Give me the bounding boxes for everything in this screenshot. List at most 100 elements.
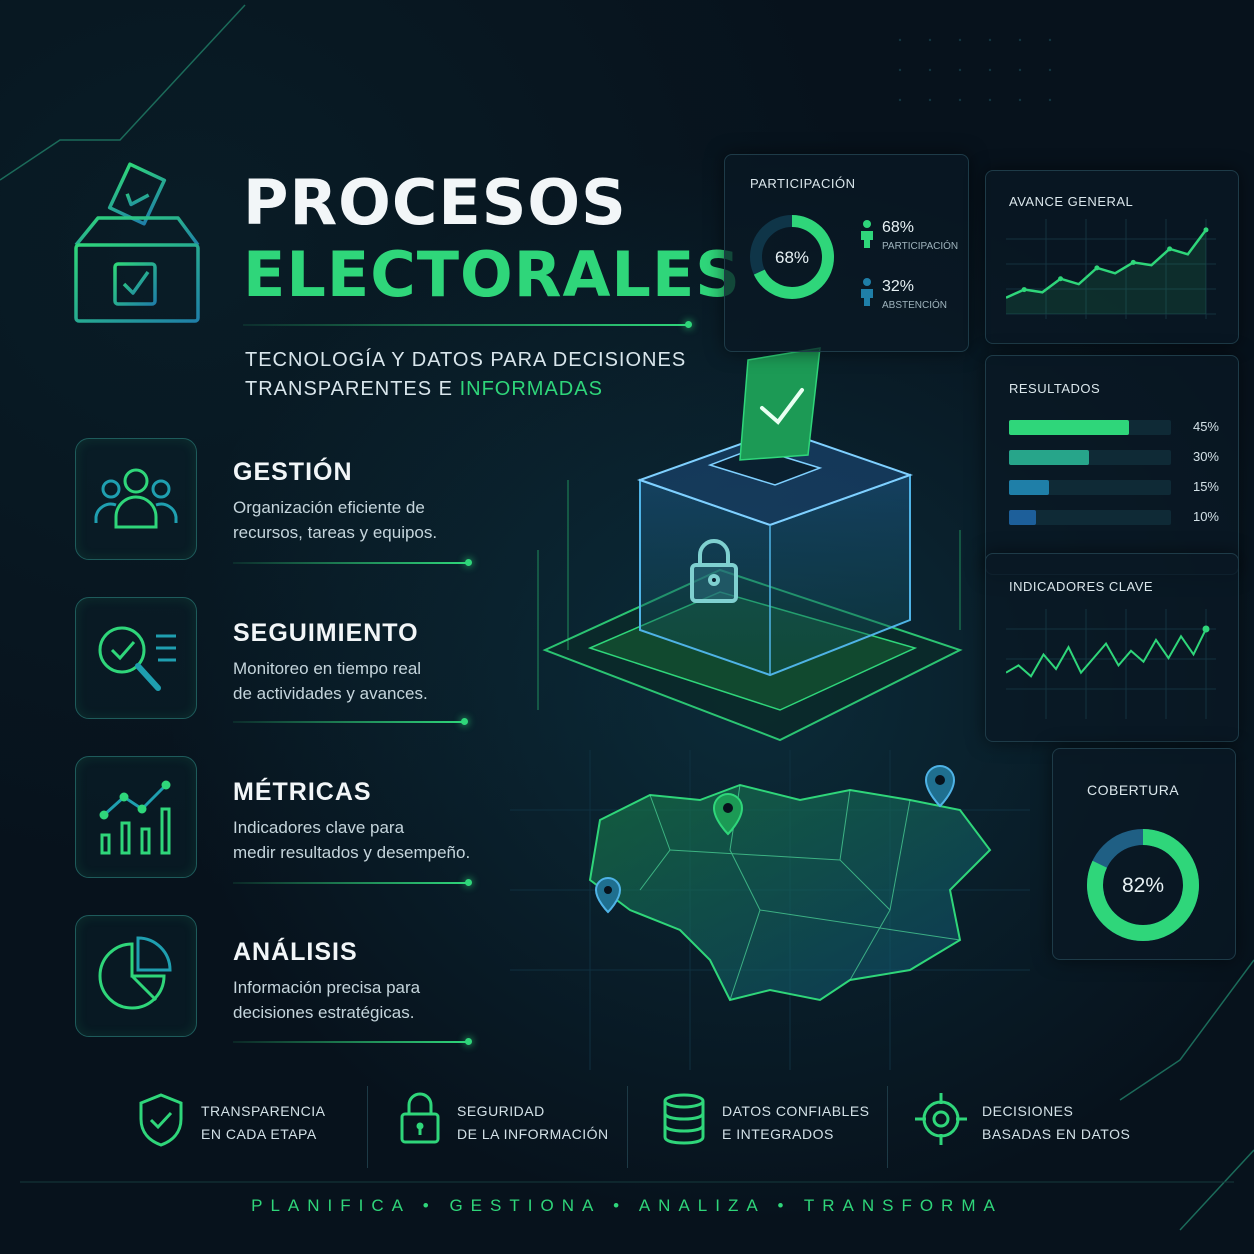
feature-seguimiento-title: SEGUIMIENTO: [233, 619, 419, 647]
feature-analisis-desc: Información precisa para decisiones estr…: [233, 975, 523, 1025]
bottom-item-transparencia-line2: EN CADA ETAPA: [201, 1126, 317, 1142]
feature-gestion-dot: [465, 559, 472, 566]
participacion-center-value: 68%: [775, 248, 809, 267]
panel-resultados-title: RESULTADOS: [1009, 381, 1101, 396]
resultados-bar-track: [1009, 450, 1171, 465]
feature-seguimiento-desc: Monitoreo en tiempo real de actividades …: [233, 656, 523, 706]
resultados-bar-label: 45%: [1192, 419, 1219, 434]
resultados-bar-track: [1009, 510, 1171, 525]
panel-participacion-title: PARTICIPACIÓN: [750, 176, 856, 191]
participacion-item2-value: 32%: [882, 278, 915, 295]
avance-point: [1021, 287, 1027, 293]
panel-cobertura: COBERTURA 82%: [1052, 748, 1236, 960]
person-icon: [861, 278, 873, 306]
feature-seguimiento-desc-line1: Monitoreo en tiempo real: [233, 659, 422, 678]
panel-participacion: PARTICIPACIÓN 68% 68% PARTICIPACIÓN 32% …: [724, 154, 969, 352]
bottom-item-decisiones-line2: BASADAS EN DATOS: [982, 1126, 1131, 1142]
bottom-separator: [887, 1086, 888, 1168]
padlock-icon: [400, 1092, 440, 1144]
feature-analisis-dot: [465, 1038, 472, 1045]
panel-cobertura-title: COBERTURA: [1087, 782, 1180, 798]
resultados-bar: [1009, 420, 1129, 435]
participacion-item2-label: ABSTENCIÓN: [882, 300, 948, 311]
bottom-item-seguridad-line1: SEGURIDAD: [457, 1103, 545, 1119]
panel-resultados: RESULTADOS 45% 30% 15% 10%: [985, 355, 1239, 575]
panel-avance-general: AVANCE GENERAL: [985, 170, 1239, 344]
panel-indicadores-title: INDICADORES CLAVE: [1009, 579, 1154, 594]
participacion-item1-label: PARTICIPACIÓN: [882, 241, 959, 252]
subtitle-line2-prefix: TRANSPARENTES E: [245, 378, 453, 400]
magnifier-check-icon: [98, 626, 176, 691]
people-icon: [94, 468, 178, 529]
feature-analisis-desc-line1: Información precisa para: [233, 978, 421, 997]
feature-metricas-line: [233, 882, 467, 884]
bottom-item-datos: DATOS CONFIABLES E INTEGRADOS: [722, 1100, 870, 1146]
bottom-item-transparencia-line1: TRANSPARENCIA: [201, 1103, 326, 1119]
bottom-item-seguridad: SEGURIDAD DE LA INFORMACIÓN: [457, 1100, 609, 1146]
bottom-separator: [367, 1086, 368, 1168]
map-pin-icon: [712, 793, 744, 836]
resultados-bar-label: 15%: [1192, 479, 1219, 494]
feature-analisis-icon-box: [75, 915, 197, 1037]
cobertura-center-value: 82%: [1122, 874, 1164, 897]
feature-analisis-desc-line2: decisiones estratégicas.: [233, 1003, 415, 1022]
resultados-bar: [1009, 480, 1049, 495]
avance-point: [1130, 259, 1136, 265]
avance-line-chart: [1006, 219, 1216, 319]
map-pin-icon: [924, 765, 956, 808]
bottom-separator: [627, 1086, 628, 1168]
title-underline-dot: [685, 321, 692, 328]
feature-gestion-icon-box: [75, 438, 197, 560]
feature-seguimiento-line: [233, 721, 463, 723]
indicadores-line-chart: [1006, 609, 1216, 719]
participacion-donut-arc: [750, 215, 834, 299]
page-title-line2: ELECTORALES: [243, 238, 741, 311]
subtitle-highlight: INFORMADAS: [459, 378, 603, 400]
feature-metricas-desc: Indicadores clave para medir resultados …: [233, 815, 523, 865]
map-pin-icon: [594, 877, 622, 914]
avance-point: [1094, 265, 1100, 271]
feature-gestion-desc-line1: Organización eficiente de: [233, 498, 425, 517]
feature-seguimiento-icon-box: [75, 597, 197, 719]
bottom-item-datos-line1: DATOS CONFIABLES: [722, 1103, 870, 1119]
resultados-bar-track: [1009, 480, 1171, 495]
panel-indicadores: INDICADORES CLAVE: [985, 553, 1239, 742]
resultados-bar-row: 30%: [1009, 444, 1219, 474]
resultados-bar-row: 15%: [1009, 474, 1219, 504]
subtitle-line2: TRANSPARENTES E INFORMADAS: [245, 375, 686, 404]
bottom-item-transparencia: TRANSPARENCIA EN CADA ETAPA: [201, 1100, 325, 1146]
avance-point: [1203, 227, 1209, 233]
shield-check-icon: [139, 1093, 183, 1147]
feature-seguimiento-desc-line2: de actividades y avances.: [233, 684, 428, 703]
resultados-bar-row: 10%: [1009, 504, 1219, 534]
resultados-bars: 45% 30% 15% 10%: [1009, 414, 1219, 534]
ballot-box-illustration: [510, 347, 1030, 1070]
avance-point: [1058, 276, 1064, 282]
person-icon: [861, 220, 873, 248]
resultados-bar-label: 10%: [1192, 509, 1219, 524]
cobertura-donut-arc: [1087, 829, 1199, 941]
indicadores-endpoint: [1202, 625, 1210, 633]
bottom-item-decisiones: DECISIONES BASADAS EN DATOS: [982, 1100, 1130, 1146]
participacion-donut: 68%: [750, 215, 834, 299]
resultados-bar-label: 30%: [1192, 449, 1219, 464]
target-icon: [915, 1093, 967, 1145]
indicadores-line: [1006, 628, 1207, 678]
ballot-box-logo-icon: [74, 162, 200, 323]
feature-analisis-title: ANÁLISIS: [233, 938, 358, 966]
subtitle: TECNOLOGÍA Y DATOS PARA DECISIONES TRANS…: [245, 346, 686, 404]
feature-metricas-desc-line1: Indicadores clave para: [233, 818, 405, 837]
feature-metricas-title: MÉTRICAS: [233, 778, 372, 806]
database-icon: [663, 1093, 705, 1145]
box-padlock-icon: [690, 539, 738, 603]
resultados-bar: [1009, 510, 1036, 525]
bottom-item-datos-line2: E INTEGRADOS: [722, 1126, 834, 1142]
panel-avance-title: AVANCE GENERAL: [1009, 194, 1134, 209]
resultados-bar-row: 45%: [1009, 414, 1219, 444]
feature-metricas-desc-line2: medir resultados y desempeño.: [233, 843, 471, 862]
avance-area: [1006, 229, 1206, 314]
feature-analisis-line: [233, 1041, 467, 1043]
pie-chart-icon: [98, 936, 172, 1010]
title-underline: [243, 324, 687, 326]
